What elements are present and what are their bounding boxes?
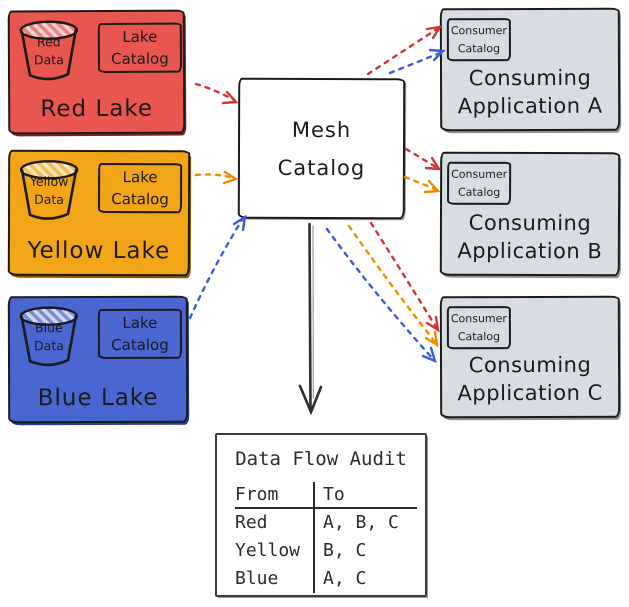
consumer-catalog-label-line1: Consumer [450, 312, 507, 326]
consumer-catalog-box-b: Consumer Catalog [447, 161, 512, 205]
red-lake-title: Red Lake [40, 95, 154, 123]
audit-grid: From To Red A, B, C Yellow B, C Blue A, … [235, 482, 417, 593]
consuming-application-c-box: Consumer Catalog Consuming Application C [439, 295, 621, 419]
blue-lake-title: Blue Lake [37, 384, 159, 412]
mesh-catalog-box: Mesh Catalog [237, 77, 406, 220]
app-title-line1: Consuming [468, 66, 592, 91]
yellow-lake-catalog-box: Lake Catalog [98, 162, 183, 214]
audit-title: Data Flow Audit [235, 448, 407, 470]
mesh-catalog-label-line2: Catalog [277, 155, 366, 180]
bucket-label: Blue Data [16, 319, 82, 355]
bucket-label: Yellow Data [16, 173, 82, 209]
bucket-label-line2: Data [33, 338, 64, 354]
consumer-catalog-label-line2: Catalog [457, 41, 501, 55]
lake-catalog-label-line2: Catalog [111, 49, 169, 68]
arrow-red-to-app-c [369, 221, 440, 333]
audit-row-from: Blue [235, 568, 279, 589]
arrow-orange-to-app-b [403, 175, 441, 194]
data-flow-audit-table: Data Flow Audit From To Red A, B, C Yell… [215, 433, 427, 597]
arrow-orange-to-app-c [347, 224, 439, 348]
lake-catalog-label-line2: Catalog [111, 190, 169, 209]
app-c-title: Consuming Application C [442, 352, 618, 407]
bucket-label: Red Data [16, 33, 82, 70]
consumer-catalog-box-c: Consumer Catalog [446, 306, 511, 350]
consuming-application-b-box: Consumer Catalog Consuming Application B [439, 151, 621, 277]
red-lake-box: Red Data Lake Catalog Red Lake [7, 9, 186, 135]
arrow-red-to-app-b [404, 147, 442, 171]
audit-row-to: A, C [313, 565, 417, 593]
bucket-label-line1: Blue [35, 320, 63, 336]
audit-header-to: To [313, 482, 417, 509]
consumer-catalog-box-a: Consumer Catalog [446, 18, 511, 62]
bucket-label-line1: Red [36, 34, 61, 50]
consuming-application-a-box: Consumer Catalog Consuming Application A [439, 7, 621, 132]
arrow-red-lake-to-mesh [194, 82, 239, 105]
app-title-line2: Application B [457, 238, 603, 263]
app-title-line1: Consuming [468, 211, 592, 236]
audit-header-from: From [235, 482, 313, 509]
arrow-red-to-app-a [366, 25, 443, 76]
yellow-lake-title: Yellow Lake [27, 237, 171, 265]
bucket-label-line2: Data [34, 191, 64, 208]
arrow-blue-lake-to-mesh [188, 214, 247, 320]
bucket-label-line2: Data [33, 52, 64, 68]
consumer-catalog-label-line1: Consumer [450, 24, 507, 38]
consumer-catalog-label-line2: Catalog [457, 329, 501, 343]
consumer-catalog-label-line2: Catalog [457, 185, 501, 199]
app-title-line2: Application C [457, 380, 603, 405]
yellow-data-bucket-icon: Yellow Data [16, 158, 82, 224]
app-b-title: Consuming Application B [442, 210, 618, 265]
lake-catalog-label-line1: Lake [122, 167, 158, 186]
lake-catalog-label-line2: Catalog [111, 335, 169, 354]
lake-catalog-label-line1: Lake [122, 313, 158, 332]
bucket-label-line1: Yellow [29, 173, 69, 189]
arrow-yellow-lake-to-mesh [194, 170, 239, 185]
arrow-blue-to-app-a [388, 48, 446, 75]
mesh-catalog-label-line1: Mesh [291, 117, 352, 142]
audit-row-from: Yellow [235, 540, 301, 561]
red-data-bucket-icon: Red Data [16, 18, 82, 84]
blue-data-bucket-icon: Blue Data [16, 304, 82, 370]
blue-lake-catalog-box: Lake Catalog [97, 308, 182, 359]
arrow-blue-to-app-c [325, 227, 437, 364]
arrow-mesh-to-audit [298, 222, 323, 416]
blue-lake-box: Blue Data Lake Catalog Blue Lake [7, 295, 189, 424]
consumer-catalog-label-line1: Consumer [451, 168, 508, 182]
app-a-title: Consuming Application A [442, 65, 618, 120]
audit-row-from: Red [235, 512, 268, 533]
app-title-line2: Application A [457, 93, 603, 118]
red-lake-catalog-box: Lake Catalog [97, 22, 183, 73]
lake-catalog-label-line1: Lake [122, 27, 158, 46]
audit-row-to: A, B, C [313, 509, 417, 537]
yellow-lake-box: Yellow Data Lake Catalog Yellow Lake [7, 149, 191, 277]
audit-row-to: B, C [313, 537, 417, 565]
app-title-line1: Consuming [468, 353, 592, 378]
